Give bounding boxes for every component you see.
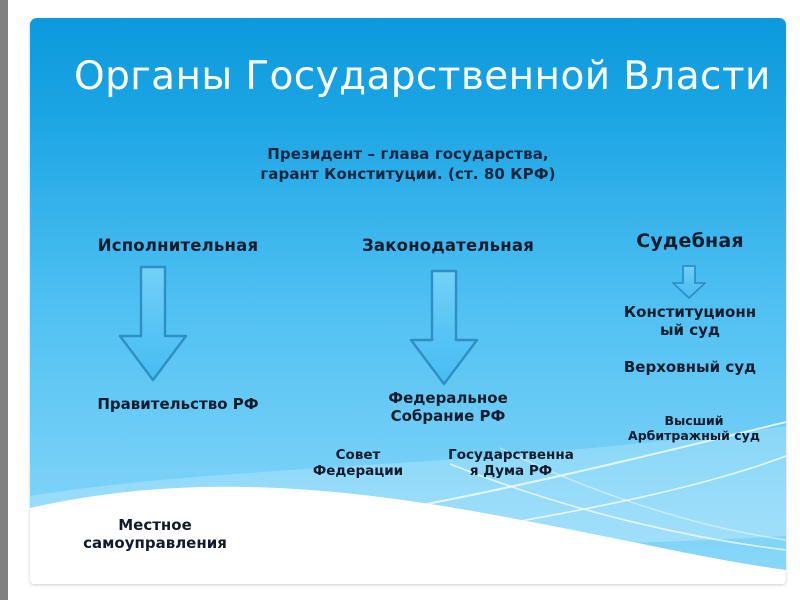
president-subtitle-line1: Президент – глава государства, [267,145,549,163]
legislative-subitem-state-duma: Государственна я Дума РФ [416,447,606,480]
local-self-government-label: Местное самоуправления [40,516,270,553]
constitutional-court-line2: ый суд [659,320,721,339]
down-arrow-icon-judicial [672,265,706,299]
branch-header-legislative: Законодательная [362,236,534,255]
supreme-arbitration-court-line2: Арбитражный суд [628,427,760,443]
legislative-body-line1: Федеральное [388,389,508,407]
supreme-arbitration-court-line1: Высший [664,413,724,428]
down-arrow-icon-legislative [409,269,479,386]
court-constitutional: Конституционн ый суд [590,303,786,339]
branch-body-executive: Правительство РФ [97,395,259,413]
constitutional-court-line1: Конституционн [623,303,757,321]
local-self-government-line2: самоуправления [83,534,227,553]
page-title: Органы Государственной Власти [74,54,771,99]
president-subtitle-line2: гарант Конституции. (ст. 80 КРФ) [260,165,556,184]
legislative-subitem-federation-council: Совет Федерации [288,447,428,480]
court-supreme: Верховный суд [623,358,757,376]
court-supreme-arbitration: Высший Арбитражный суд [596,413,786,444]
federation-council-line1: Совет [335,447,381,463]
branch-header-judicial: Судебная [636,230,744,252]
president-subtitle: Президент – глава государства, гарант Ко… [30,144,786,185]
slide-canvas: Органы Государственной Власти Президент … [30,18,786,584]
state-duma-line2: я Дума РФ [469,462,553,479]
branch-header-executive: Исполнительная [97,236,259,255]
local-self-government-line1: Местное [118,516,192,534]
left-gutter-bar [0,0,8,600]
federation-council-line2: Федерации [312,462,404,479]
branch-body-legislative: Федеральное Собрание РФ [318,389,578,425]
state-duma-line1: Государственна [448,447,574,463]
legislative-body-line2: Собрание РФ [390,406,506,425]
down-arrow-icon-executive [118,265,188,382]
